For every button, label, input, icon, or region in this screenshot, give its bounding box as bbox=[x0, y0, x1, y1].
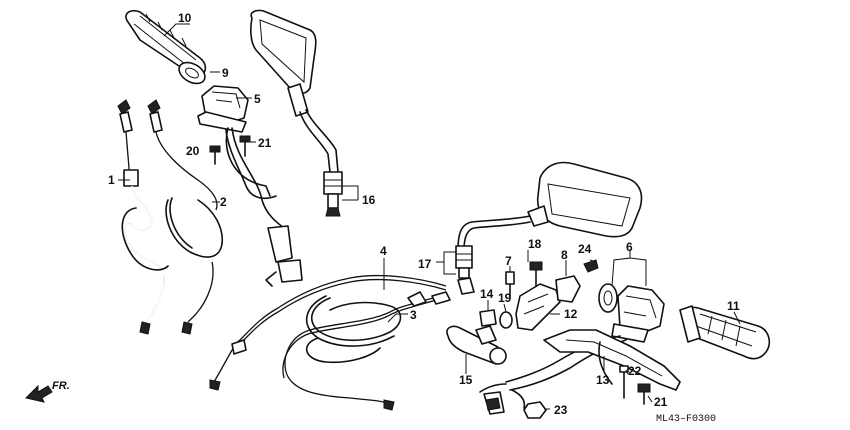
cable-4 bbox=[209, 274, 447, 391]
part-label: 7 bbox=[505, 254, 512, 268]
part-label: 5 bbox=[254, 92, 261, 106]
part-label: 20 bbox=[186, 144, 200, 158]
lever-bracket-12 bbox=[515, 283, 561, 331]
front-direction-arrow bbox=[25, 384, 53, 403]
part-label: 17 bbox=[418, 257, 432, 271]
brake-switch-7 bbox=[505, 271, 515, 297]
right-switch-housing bbox=[505, 283, 665, 391]
part-label: 11 bbox=[727, 299, 740, 313]
left-switch-housing bbox=[197, 85, 303, 287]
bolt-24 bbox=[583, 259, 599, 273]
part-label: 8 bbox=[561, 248, 568, 262]
part-label: 1 bbox=[108, 173, 115, 187]
throttle-cable-1 bbox=[117, 99, 169, 335]
part-label: 22 bbox=[628, 364, 642, 378]
bolt-21-left bbox=[239, 135, 251, 157]
part-label: 12 bbox=[564, 307, 578, 321]
brake-lever bbox=[543, 329, 681, 391]
drawing-code: ML43–F0300 bbox=[656, 414, 716, 425]
right-grip bbox=[679, 305, 771, 360]
part-label: 21 bbox=[654, 395, 668, 409]
part-label: 2 bbox=[220, 195, 227, 209]
throttle-cable-2 bbox=[147, 99, 223, 335]
clutch-switch bbox=[446, 325, 507, 365]
front-direction-label: FR. bbox=[52, 380, 70, 392]
part-label: 9 bbox=[222, 66, 229, 80]
bolt-18 bbox=[529, 261, 543, 287]
screw-15 bbox=[479, 309, 497, 327]
left-grip bbox=[125, 9, 207, 85]
washer-19 bbox=[499, 311, 513, 329]
part-label: 3 bbox=[410, 308, 417, 322]
part-label: 21 bbox=[258, 136, 272, 150]
leader-lines bbox=[118, 23, 741, 410]
part-label: 6 bbox=[626, 240, 633, 254]
part-label: 23 bbox=[554, 403, 568, 417]
part-label: 10 bbox=[178, 11, 192, 25]
part-label: 4 bbox=[380, 244, 387, 258]
left-mirror bbox=[250, 9, 343, 217]
part-label: 14 bbox=[480, 287, 494, 301]
part-label: 19 bbox=[498, 291, 512, 305]
part-label: 15 bbox=[459, 373, 473, 387]
nut-23 bbox=[523, 401, 547, 419]
bolt-21-right bbox=[637, 383, 651, 405]
clamp-8 bbox=[555, 275, 581, 303]
part-label: 24 bbox=[578, 242, 592, 256]
part-label-group: 10 9 5 20 21 1 2 16 4 3 17 18 7 8 24 6 1… bbox=[108, 11, 740, 417]
right-mirror bbox=[455, 161, 643, 279]
part-label: 13 bbox=[596, 373, 610, 387]
part-label: 16 bbox=[362, 193, 376, 207]
switch-wiring bbox=[479, 383, 526, 415]
cable-3 bbox=[282, 291, 451, 411]
cable-end-nut bbox=[457, 277, 475, 295]
part-label: 18 bbox=[528, 237, 542, 251]
bolt-20 bbox=[209, 145, 221, 165]
